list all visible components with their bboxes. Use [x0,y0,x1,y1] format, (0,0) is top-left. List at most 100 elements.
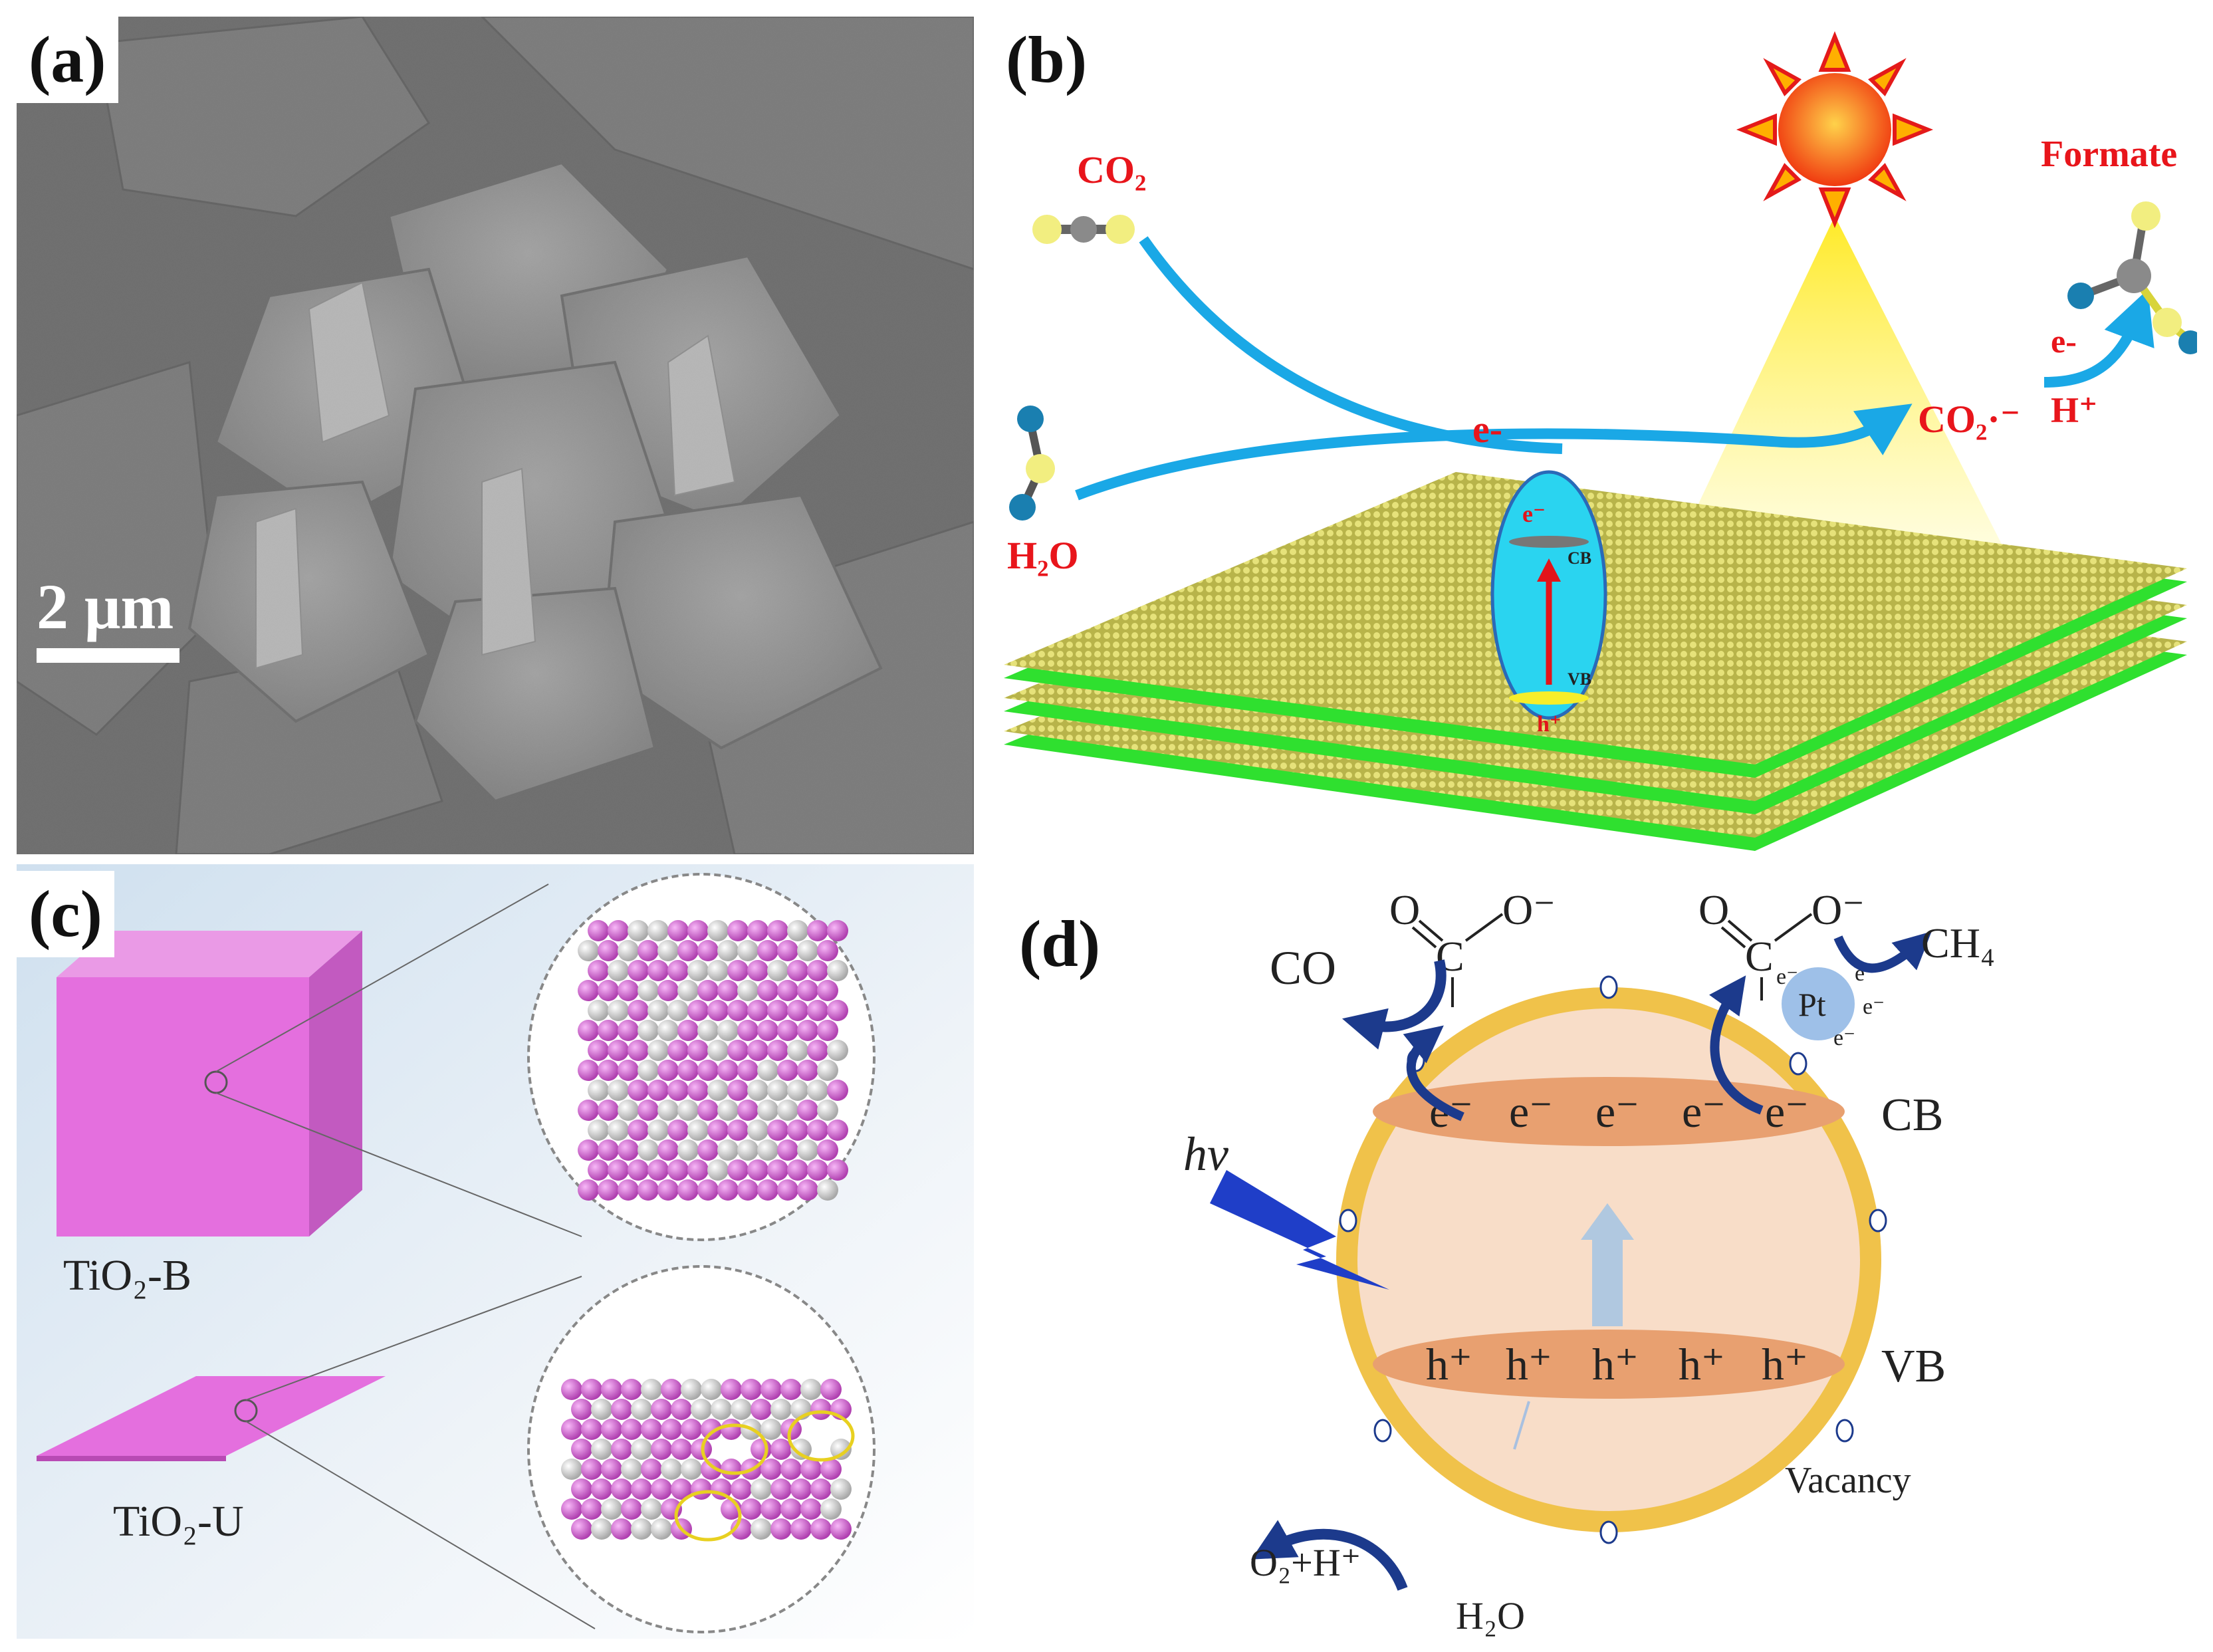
atom [741,1379,762,1400]
atom [618,940,639,961]
atom [651,1518,672,1540]
atom [770,1518,792,1540]
h2o-molecule-icon [1009,406,1055,521]
atom [631,1399,652,1420]
formate-label: Formate [2041,134,2177,175]
co2-intermediate-right: O C O⁻ [1698,886,1865,1001]
excitation-arrow-shaft [1592,1240,1623,1326]
pt-electron: e⁻ [1863,995,1885,1019]
panel-label-d: (d) [1007,901,1113,987]
atom [681,1459,702,1480]
atom [628,1080,649,1101]
atom [787,1000,808,1021]
atom [677,1060,699,1081]
atom [820,1379,842,1400]
atom [578,1020,599,1041]
atom [727,920,749,941]
atom [727,1040,749,1061]
h2o-label: H₂O [1007,534,1079,577]
atom [717,1100,739,1121]
atom [817,1139,838,1161]
atom [561,1379,582,1400]
atom [737,1100,758,1121]
atom [621,1419,642,1440]
co2-intermediate-left: O C O⁻ [1389,886,1556,1007]
cb-electron: e⁻ [1682,1086,1726,1137]
atom [827,1040,848,1061]
atom [611,1439,632,1460]
atom [820,1498,842,1520]
cb-electrons: e⁻e⁻e⁻e⁻e⁻ [1429,1086,1809,1137]
atom [638,1060,659,1081]
panel-d-schematic: e⁻e⁻e⁻e⁻e⁻ h⁺h⁺h⁺h⁺h⁺ Pt e⁻e⁻e⁻e⁻ O C O⁻ [990,864,2197,1639]
band-cb-label: CB [1568,548,1591,568]
atom [777,1139,798,1161]
atom [631,1439,652,1460]
atom [621,1379,642,1400]
electron-to-pt-arrow [1708,975,1764,1115]
o-minus-right: O⁻ [1811,886,1865,933]
atom [810,1518,832,1540]
atom [571,1439,592,1460]
atom [697,1100,719,1121]
atom [588,1000,609,1021]
atom [777,1020,798,1041]
tio2-u-label: TiO₂-U [113,1497,244,1546]
atom [701,1459,722,1480]
atom [747,960,768,981]
co2-label: CO₂ [1077,148,1146,191]
atom [697,1139,719,1161]
atom [628,1120,649,1141]
atom [608,1159,629,1181]
atom [757,1060,778,1081]
atom [757,940,778,961]
atom [697,1020,719,1041]
atom [687,1040,709,1061]
electron-to-surface-arrow-left [1403,1025,1464,1121]
atom [827,960,848,981]
ch4-label: CH₄ [1921,919,1995,967]
pt-nanoparticle [1782,967,1855,1040]
atom [578,1100,599,1121]
atom [638,980,659,1001]
atom [578,1179,599,1201]
vb-label: VB [1881,1341,1946,1392]
atom [731,1478,752,1500]
atom [647,1000,669,1021]
atom [671,1439,692,1460]
atom [807,1120,828,1141]
atom [647,920,669,941]
cb-electron: e⁻ [1765,1086,1809,1137]
atom [657,1139,679,1161]
atom [760,1498,782,1520]
atom [631,1478,652,1500]
atom [661,1419,682,1440]
atom [760,1459,782,1480]
atom [591,1439,612,1460]
atom [601,1459,622,1480]
atom [661,1459,682,1480]
atom [747,1159,768,1181]
atom [717,980,739,1001]
atom [628,960,649,981]
atom [601,1419,622,1440]
atom [790,1439,812,1460]
atom [701,1419,722,1440]
panel-label-b: (b) [994,17,1100,103]
atom [697,1060,719,1081]
atom [687,1120,709,1141]
atom [608,1000,629,1021]
atom [618,980,639,1001]
atom [611,1518,632,1540]
atom [588,1159,609,1181]
atom [638,1100,659,1121]
atom [667,1040,689,1061]
ultrathin-atom-lattice [561,1379,852,1540]
atom [681,1419,702,1440]
atom [588,1080,609,1101]
atom [757,1020,778,1041]
atom [717,1060,739,1081]
atom [727,1120,749,1141]
atom [647,1040,669,1061]
valence-band [1373,1330,1845,1399]
